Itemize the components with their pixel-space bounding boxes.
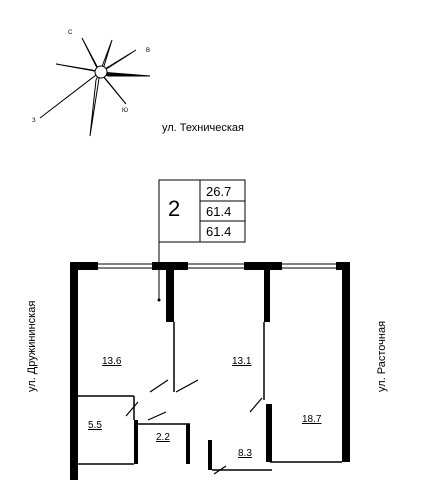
partitions [78, 322, 342, 471]
compass-letter-east: В [146, 48, 150, 54]
room-area: 5.5 [88, 420, 102, 431]
room-area: 8.3 [238, 448, 252, 459]
windows [98, 263, 336, 269]
compass-letter-west: З [32, 118, 36, 124]
compass-icon [39, 37, 151, 137]
compass-letter-north: С [68, 30, 73, 36]
room-area: 18.7 [302, 414, 322, 425]
room-area: 13.6 [102, 356, 122, 367]
entrance-marker [157, 298, 161, 302]
apartment-info-box [158, 179, 246, 300]
compass-letter-south: Ю [122, 108, 128, 114]
walls [70, 262, 350, 480]
room-area: 13.1 [232, 356, 252, 367]
total-area-balcony: 61.4 [206, 224, 232, 239]
room-area: 2.2 [156, 432, 170, 443]
living-area: 26.7 [206, 184, 232, 199]
street-label-left: ул. Дружининская [26, 300, 38, 392]
rooms-count: 2 [168, 196, 181, 221]
street-label-right: ул. Расточная [376, 320, 388, 392]
street-label-top: ул. Техническая [162, 122, 244, 134]
total-area: 61.4 [206, 204, 232, 219]
doors [125, 379, 263, 475]
